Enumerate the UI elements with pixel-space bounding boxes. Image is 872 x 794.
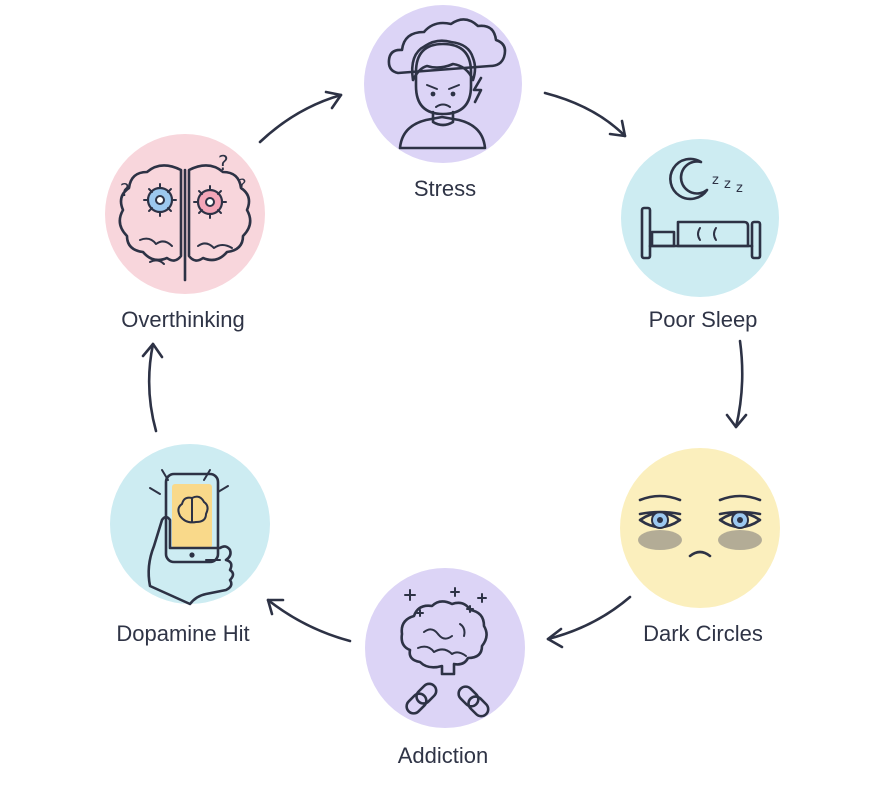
gear-icon: [193, 185, 227, 219]
arrow-overthinking-to-stress: [258, 90, 343, 144]
tired-eyes-icon: [638, 494, 762, 558]
step-stress-label: Stress: [414, 176, 476, 201]
arrow-addiction-to-dopamine-hit: [266, 598, 352, 643]
step-dopamine-hit: Dopamine Hit: [110, 444, 270, 646]
svg-text:z: z: [724, 177, 731, 192]
gear-icon: [143, 183, 177, 217]
step-addiction: Addiction: [365, 568, 525, 768]
arrow-stress-to-poor-sleep: [543, 91, 627, 138]
stressed-person-icon: [387, 18, 507, 150]
arrow-poor-sleep-to-dark-circles: [725, 339, 748, 429]
step-addiction-circle: [365, 568, 525, 728]
step-poor-sleep: z z z Poor Sleep: [621, 139, 779, 332]
arrow-dark-circles-to-addiction: [546, 595, 632, 649]
brain-gears-icon: ? ? ?: [118, 151, 252, 282]
phone-in-hand-icon: [147, 469, 235, 606]
step-overthinking: ? ? ? Overthinking: [105, 134, 265, 332]
step-poor-sleep-label: Poor Sleep: [649, 307, 758, 332]
step-poor-sleep-circle: [621, 139, 779, 297]
step-dark-circles-label: Dark Circles: [643, 621, 763, 646]
step-dark-circles-circle: [620, 448, 780, 608]
cycle-arrows: [141, 90, 748, 649]
bed-moon-icon: z z z: [640, 157, 762, 260]
svg-text:z: z: [712, 173, 719, 188]
step-overthinking-label: Overthinking: [121, 307, 245, 332]
step-addiction-label: Addiction: [398, 743, 489, 768]
svg-text:?: ?: [238, 175, 247, 194]
arrow-dopamine-hit-to-overthinking: [141, 342, 164, 433]
svg-text:?: ?: [218, 151, 229, 175]
step-stress: Stress: [364, 5, 522, 201]
step-dark-circles: Dark Circles: [620, 448, 780, 646]
svg-text:z: z: [736, 181, 743, 196]
step-dopamine-hit-label: Dopamine Hit: [116, 621, 249, 646]
svg-text:?: ?: [120, 180, 130, 201]
brain-chain-icon: [400, 587, 490, 718]
step-stress-circle: [364, 5, 522, 163]
